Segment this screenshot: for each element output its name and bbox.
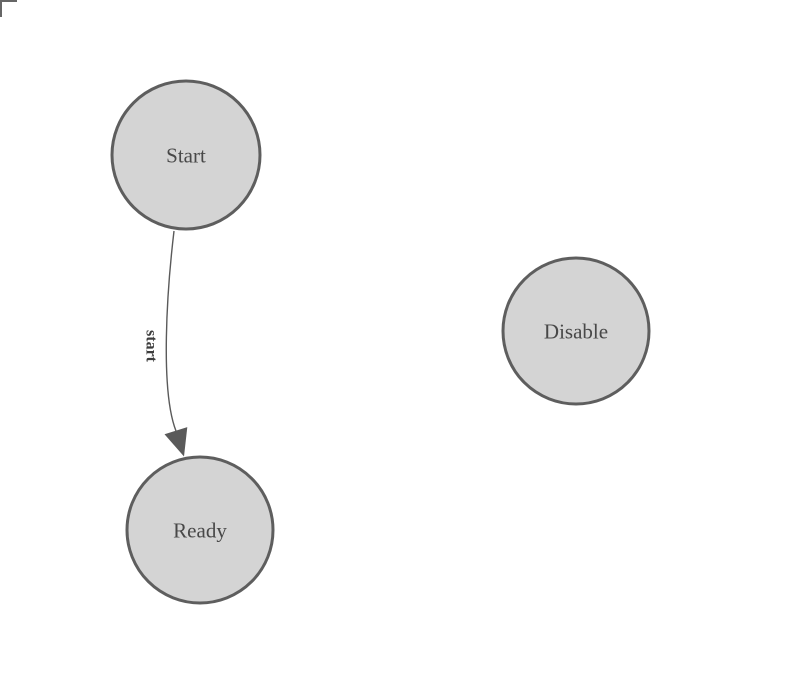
state-circle-disable[interactable]: [501, 256, 651, 406]
state-label-start: Start: [166, 143, 206, 167]
canvas-origin-corner-icon: [0, 0, 17, 17]
state-node-ready[interactable]: Ready: [125, 455, 275, 605]
state-label-disable: Disable: [544, 319, 608, 343]
state-node-start[interactable]: Start: [110, 79, 262, 231]
state-circle-ready[interactable]: [125, 455, 275, 605]
transition-line[interactable]: [165, 230, 177, 432]
transition-label[interactable]: start: [142, 330, 159, 363]
edge-start-to-ready[interactable]: start: [142, 230, 188, 457]
state-node-disable[interactable]: Disable: [501, 256, 651, 406]
state-circle-start[interactable]: [110, 79, 262, 231]
state-label-ready: Ready: [173, 518, 227, 542]
arrowhead-icon: [164, 427, 188, 457]
